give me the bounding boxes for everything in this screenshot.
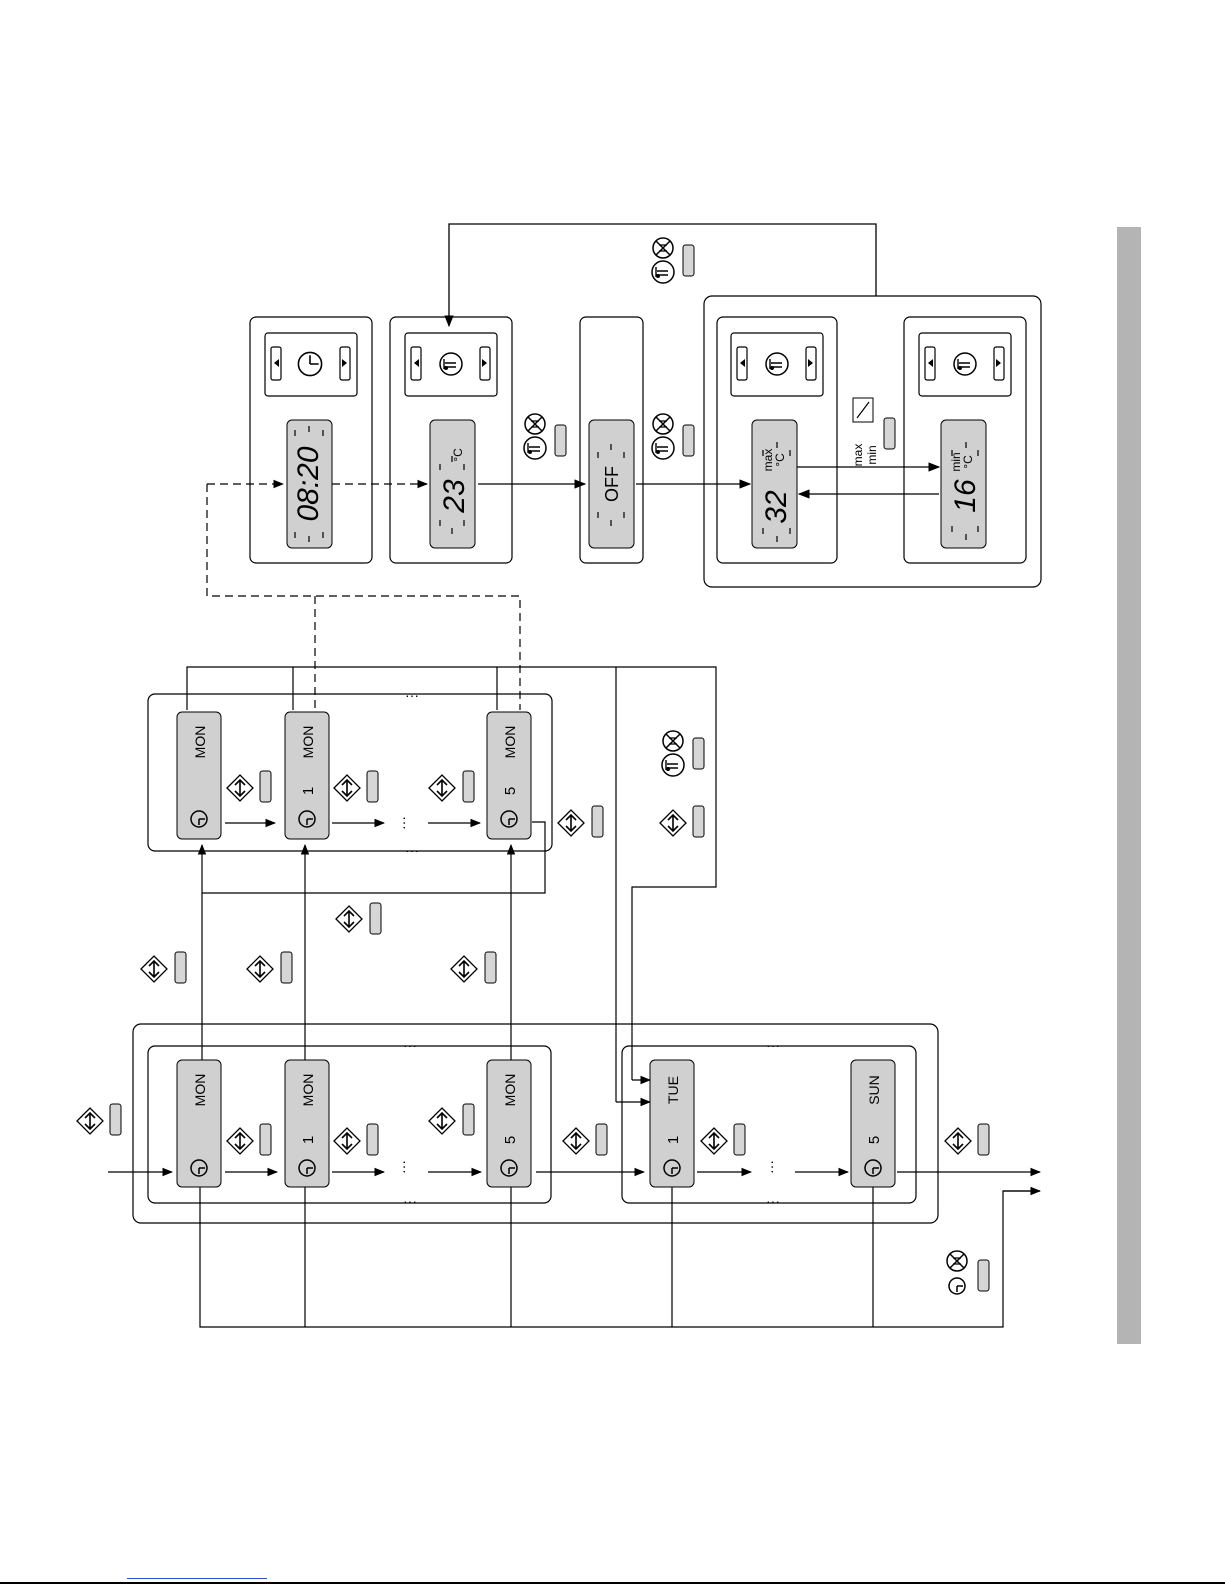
maxmin-button[interactable] <box>884 418 895 449</box>
ellipsis: ··· <box>763 1160 779 1174</box>
bottom-lcds <box>177 1060 895 1187</box>
ellipsis: ··· <box>766 1037 780 1053</box>
up-down-arrow-icon <box>247 956 273 982</box>
ellipsis: ··· <box>403 1037 417 1053</box>
up-down-arrow-icon <box>945 1128 971 1154</box>
day-label-sun: SUN <box>866 1075 882 1105</box>
clock-icon <box>949 1278 965 1294</box>
cancel-icon <box>525 414 545 434</box>
temp-set-button[interactable] <box>555 425 566 456</box>
footer-link-underline <box>127 1578 267 1579</box>
up-down-arrow-icon <box>451 956 477 982</box>
clock-display: 08:20 <box>292 446 325 521</box>
top-section <box>250 296 1041 587</box>
program-number: 5 <box>502 787 519 795</box>
thermometer-icon <box>766 353 788 375</box>
thermometer-icon <box>652 437 674 459</box>
updown-button[interactable] <box>260 1124 271 1155</box>
thermometer-icon <box>662 754 684 776</box>
up-down-arrow-icon <box>77 1108 103 1134</box>
up-down-arrow-icon <box>334 1128 360 1154</box>
off-display: OFF <box>602 466 622 502</box>
day-label-mon: MON <box>502 726 518 759</box>
day-label-mon: MON <box>192 1074 208 1107</box>
thermometer-icon <box>524 437 546 459</box>
middle-lcds <box>177 712 531 839</box>
updown-button[interactable] <box>260 771 271 802</box>
temp-display-unit: °C <box>451 448 465 462</box>
selector-triangles <box>274 359 1001 367</box>
updown-button[interactable] <box>370 903 381 934</box>
maxmin-label-bottom: min <box>865 445 879 464</box>
ellipsis: ··· <box>405 687 419 703</box>
up-down-arrow-icon <box>336 906 362 932</box>
cancel-icon <box>653 238 673 258</box>
clock-icon <box>298 352 321 375</box>
up-down-arrow-icon <box>429 1108 455 1134</box>
day-label-mon: MON <box>192 726 208 759</box>
off-set-button[interactable] <box>683 425 694 456</box>
updown-button[interactable] <box>592 806 603 837</box>
cancel-icon <box>663 731 683 751</box>
updown-button[interactable] <box>175 952 186 983</box>
confirm-button[interactable] <box>683 245 694 276</box>
up-down-arrow-icon <box>227 1128 253 1154</box>
thermometer-icon <box>652 261 674 283</box>
updown-button[interactable] <box>367 1124 378 1155</box>
program-number: 5 <box>866 1136 883 1144</box>
program-number: 1 <box>300 787 317 795</box>
cancel-icon <box>653 414 673 434</box>
updown-button[interactable] <box>978 1124 989 1155</box>
ellipsis: ··· <box>403 1193 417 1209</box>
confirm-button[interactable] <box>978 1260 989 1291</box>
day-label-mon: MON <box>300 1074 316 1107</box>
ellipsis: ··· <box>395 1160 411 1174</box>
thermometer-icon <box>440 353 462 375</box>
cancel-icon <box>947 1251 967 1271</box>
thermometer-icon <box>954 353 976 375</box>
updown-button[interactable] <box>281 952 292 983</box>
program-number: 1 <box>665 1136 682 1144</box>
ellipsis: ··· <box>766 1193 780 1209</box>
maxmin-label-top: max <box>851 444 865 467</box>
footer-rule <box>0 1582 1225 1584</box>
updown-button[interactable] <box>693 806 704 837</box>
up-down-arrow-icon <box>429 775 455 801</box>
up-down-arrow-icon <box>660 810 686 836</box>
ellipsis: ··· <box>395 816 411 830</box>
updown-button[interactable] <box>463 1104 474 1135</box>
min-display-value: 16 <box>949 479 982 513</box>
updown-button[interactable] <box>485 952 496 983</box>
max-display-value: 32 <box>760 490 793 524</box>
temp-display-value: 23 <box>438 479 471 514</box>
up-down-arrow-icon <box>334 775 360 801</box>
up-down-arrow-icon <box>227 775 253 801</box>
updown-button[interactable] <box>596 1124 607 1155</box>
updown-button[interactable] <box>110 1104 121 1135</box>
updown-button[interactable] <box>367 771 378 802</box>
bottom-section <box>133 1024 1040 1327</box>
updown-button[interactable] <box>463 771 474 802</box>
max-display-unit: °C <box>773 453 787 467</box>
up-down-arrow-icon <box>141 956 167 982</box>
day-label-mon: MON <box>502 1074 518 1107</box>
up-down-arrow-icon <box>558 810 584 836</box>
day-label-mon: MON <box>300 726 316 759</box>
updown-button[interactable] <box>734 1124 745 1155</box>
program-number: 5 <box>502 1136 519 1144</box>
up-down-arrow-icon <box>563 1128 589 1154</box>
ellipsis: ··· <box>405 842 419 858</box>
day-label-tue: TUE <box>665 1076 681 1104</box>
up-down-arrow-icon <box>701 1128 727 1154</box>
confirm-button[interactable] <box>693 738 704 769</box>
middle-section <box>148 667 716 1102</box>
min-display-unit: °C <box>961 455 975 469</box>
program-number: 1 <box>300 1136 317 1144</box>
